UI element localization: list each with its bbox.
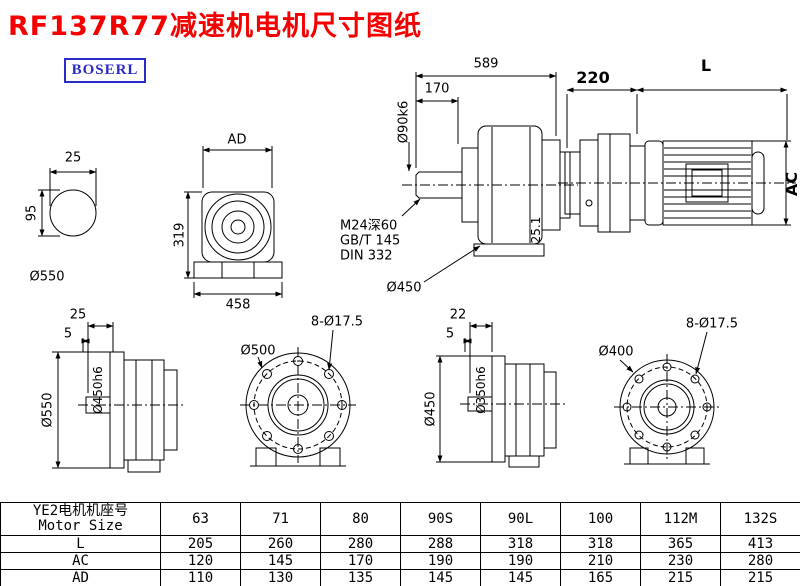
table-col-header: 63 (160, 502, 241, 536)
table-col-header: 132S (720, 502, 800, 536)
dim-shaft-width: 25 (64, 150, 82, 166)
table-cell: 365 (640, 535, 721, 553)
table-cell: 318 (480, 535, 561, 553)
dim-motor-length: L (700, 56, 712, 75)
note-din-standard: DIN 332 (340, 248, 393, 264)
table-cell: 165 (560, 569, 641, 586)
table-row-l: L 205 260 280 288 318 318 365 413 (0, 535, 800, 553)
table-col-header: 80 (320, 502, 401, 536)
dim-motor-ac: AC (782, 171, 800, 197)
table-col-header: 90L (480, 502, 561, 536)
dim-front-height: 319 (172, 222, 188, 248)
table-cell: 215 (720, 569, 800, 586)
dim-side-shaft-len: 170 (424, 81, 450, 97)
table-cell: 145 (400, 569, 481, 586)
dim-shaft-dia: Ø550 (29, 269, 65, 285)
table-cell: 215 (640, 569, 721, 586)
view-output-side-b (436, 322, 566, 468)
dim-motor-gap: 220 (576, 68, 610, 87)
row-label: AC (0, 552, 161, 570)
table-row-ad: AD 110 130 135 145 145 165 215 215 (0, 569, 800, 586)
table-col-header: 112M (640, 502, 721, 536)
brand-logo: BOSERL (64, 58, 146, 83)
view-shaft-section (38, 168, 97, 237)
dim-side-shaft-dia: Ø90k6 (396, 100, 412, 144)
motor-size-header-cn: YE2电机机座号 (32, 503, 129, 519)
table-cell: 230 (640, 552, 721, 570)
table-cell: 145 (480, 569, 561, 586)
dim-b5a-holes: 8-Ø17.5 (310, 314, 364, 330)
view-flange-front-a (240, 329, 356, 467)
table-cell: 318 (560, 535, 641, 553)
dim-b5a-lip: 5 (63, 326, 73, 342)
row-label: L (0, 535, 161, 553)
motor-size-table: YE2电机机座号 Motor Size 63 71 80 90S 90L 100… (0, 502, 800, 586)
dim-front-width: 458 (225, 297, 251, 313)
table-cell: 260 (240, 535, 321, 553)
dim-b5b-bolt-circle: Ø400 (598, 344, 634, 360)
dim-b5b-spigot: Ø350h6 (474, 366, 488, 414)
dim-ad: AD (227, 132, 247, 148)
table-cell: 413 (720, 535, 800, 553)
dim-shaft-height: 95 (24, 204, 40, 222)
view-motor-assembly (558, 87, 796, 233)
table-cell: 190 (400, 552, 481, 570)
view-reducer-side (401, 72, 578, 283)
row-label: AD (0, 569, 161, 586)
dim-side-key: 25.1 (529, 216, 543, 244)
dim-b5a-bolt-circle: Ø500 (240, 343, 276, 359)
table-cell: 190 (480, 552, 561, 570)
table-cell: 120 (160, 552, 241, 570)
note-gbt-standard: GB/T 145 (340, 233, 401, 249)
table-cell: 130 (240, 569, 321, 586)
dim-b5b-lip: 5 (445, 326, 455, 342)
view-gearbox-front (184, 146, 283, 298)
view-flange-front-b (614, 331, 720, 465)
table-cell: 205 (160, 535, 241, 553)
view-output-side-a (52, 322, 184, 473)
table-cell: 288 (400, 535, 481, 553)
table-cell: 210 (560, 552, 641, 570)
technical-drawing-canvas (38, 72, 796, 473)
page-title: RF137R77减速机电机尺寸图纸 (8, 11, 422, 42)
table-cell: 280 (320, 535, 401, 553)
table-cell: 280 (720, 552, 800, 570)
table-cell: 145 (240, 552, 321, 570)
motor-size-header-en: Motor Size (38, 518, 123, 534)
motor-size-header: YE2电机机座号 Motor Size (0, 502, 161, 536)
dim-b5b-len: 22 (449, 307, 467, 323)
table-row-ac: AC 120 145 170 190 190 210 230 280 (0, 552, 800, 570)
table-cell: 135 (320, 569, 401, 586)
dim-b5b-flange-dia: Ø450 (423, 391, 439, 427)
dim-side-total: 589 (473, 56, 499, 72)
note-tap: M24深60 (340, 218, 398, 234)
dim-b5a-len: 25 (69, 307, 87, 323)
dim-b5a-spigot: Ø450h6 (91, 366, 105, 414)
dim-side-dia: Ø450 (386, 280, 422, 296)
table-cell: 170 (320, 552, 401, 570)
table-cell: 110 (160, 569, 241, 586)
table-col-header: 90S (400, 502, 481, 536)
dim-b5b-holes: 8-Ø17.5 (685, 316, 739, 332)
table-header-row: YE2电机机座号 Motor Size 63 71 80 90S 90L 100… (0, 502, 800, 536)
table-col-header: 71 (240, 502, 321, 536)
dim-b5a-flange-dia: Ø550 (40, 392, 56, 428)
table-col-header: 100 (560, 502, 641, 536)
